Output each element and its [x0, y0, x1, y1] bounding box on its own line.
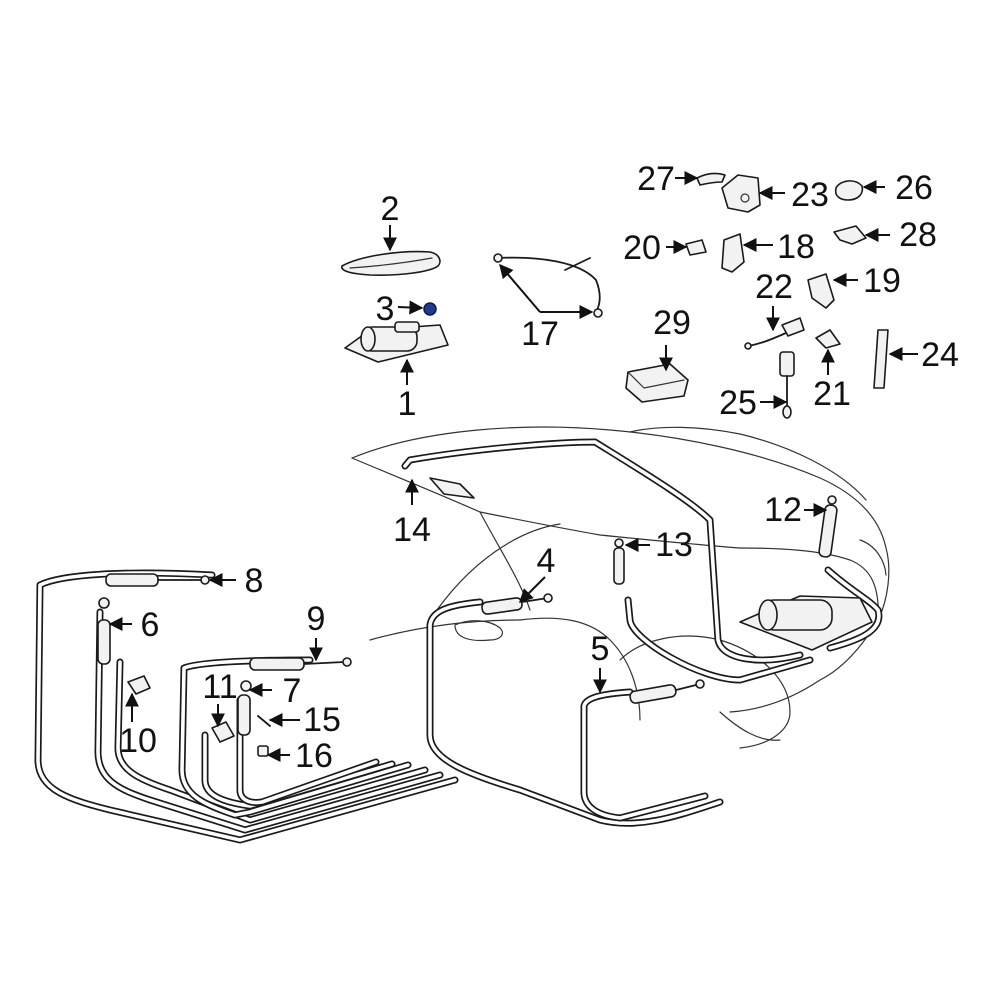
part-22-sensor — [744, 317, 805, 350]
hydraulic-line-bundle-rear — [401, 438, 883, 684]
part-24-strip — [873, 329, 889, 389]
callout-10: 10 — [119, 722, 157, 760]
part-27-clip — [696, 172, 726, 186]
part-28-plate — [833, 225, 867, 245]
part-19-latch — [807, 273, 835, 309]
part-29-module — [625, 363, 689, 403]
callout-26: 26 — [895, 169, 933, 207]
callout-24: 24 — [921, 336, 959, 374]
callout-28: 28 — [899, 216, 937, 254]
callout-19: 19 — [863, 262, 901, 300]
callout-9: 9 — [307, 600, 326, 638]
part-15-pin — [257, 715, 271, 727]
callout-2: 2 — [381, 190, 400, 228]
part-7-cylinder — [237, 680, 252, 736]
callout-17: 17 — [521, 315, 559, 353]
callout-16: 16 — [295, 737, 333, 775]
callout-27: 27 — [637, 160, 675, 198]
part-13-cylinder — [613, 538, 625, 585]
part-14-cylinder — [429, 477, 475, 499]
callout-1: 1 — [398, 385, 417, 423]
callout-3: 3 — [376, 290, 395, 328]
callout-15: 15 — [303, 701, 341, 739]
callout-12: 12 — [764, 491, 802, 529]
part-26-cap — [834, 180, 864, 201]
part-17-cable — [493, 253, 603, 318]
part-1-pump-unit — [344, 321, 449, 363]
callout-arrows — [108, 171, 918, 762]
part-16-clip — [257, 745, 269, 757]
part-2-cover — [341, 250, 441, 276]
hydraulic-line-bundle-center — [426, 598, 724, 827]
part-3-knob — [423, 302, 437, 316]
part-4-cylinder — [481, 593, 553, 615]
callout-14: 14 — [393, 511, 431, 549]
callout-21: 21 — [813, 375, 851, 413]
callout-23: 23 — [791, 176, 829, 214]
callout-29: 29 — [653, 304, 691, 342]
part-12-cylinder — [818, 495, 838, 558]
part-21-bracket — [815, 329, 841, 349]
callout-20: 20 — [623, 229, 661, 267]
callout-6: 6 — [141, 606, 160, 644]
part-9-cylinder — [249, 657, 352, 671]
part-10-valve — [127, 675, 151, 695]
part-18-bracket — [721, 233, 745, 273]
part-25-switch — [779, 351, 795, 419]
car-body-outline — [351, 426, 890, 749]
callout-25: 25 — [719, 384, 757, 422]
callout-22: 22 — [755, 268, 793, 306]
rear-pump-assembly — [739, 595, 873, 651]
callout-8: 8 — [245, 562, 264, 600]
callout-5: 5 — [591, 630, 610, 668]
callout-11: 11 — [202, 668, 237, 706]
part-20-block — [685, 239, 707, 256]
callout-7: 7 — [283, 672, 302, 710]
part-5-cylinder — [629, 679, 705, 704]
part-23-bracket — [721, 174, 761, 213]
callout-4: 4 — [537, 542, 556, 580]
callout-labels: 1 2 3 4 5 6 7 8 9 10 11 12 13 14 15 16 1… — [119, 160, 959, 775]
part-11-valve — [211, 721, 235, 743]
callout-18: 18 — [777, 228, 815, 266]
part-6-cylinder — [97, 597, 111, 665]
callout-13: 13 — [655, 526, 693, 564]
